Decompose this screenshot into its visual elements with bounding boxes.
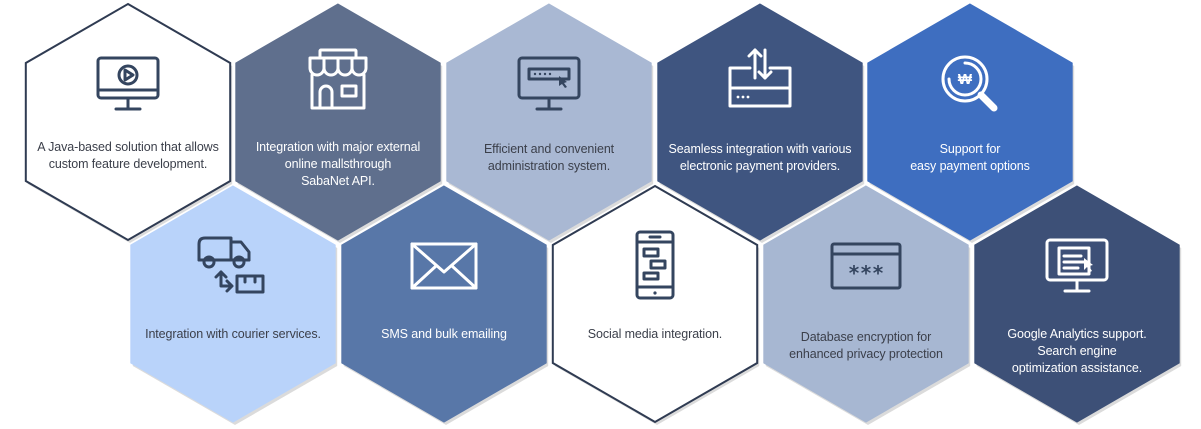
storefront-icon: [308, 48, 368, 110]
hexagon-admin: [446, 3, 652, 241]
smartphone-icon: [635, 230, 675, 300]
hexagon-easy-pay: [867, 3, 1073, 241]
delivery-truck-icon: [197, 236, 265, 294]
monitor-analytics-icon: [1045, 238, 1109, 293]
monitor-password-icon: [517, 56, 581, 111]
svg-text:***: ***: [848, 261, 884, 285]
won-search-icon: ₩: [941, 55, 998, 112]
hexagon-sms: [341, 185, 547, 423]
password-field-icon: ***: [830, 242, 902, 290]
envelope-icon: [410, 242, 478, 290]
svg-text:₩: ₩: [958, 71, 973, 88]
hexagon-analytics: [974, 185, 1180, 423]
hexagon-java: [24, 2, 232, 242]
hexagon-courier: [130, 185, 336, 423]
hexagon-social: [551, 184, 759, 424]
hexagon-encryption: [763, 185, 969, 423]
monitor-play-icon: [96, 56, 160, 111]
hexagon-mall: [235, 3, 441, 241]
card-transfer-icon: [728, 48, 792, 108]
hexagon-payment: [657, 3, 863, 241]
